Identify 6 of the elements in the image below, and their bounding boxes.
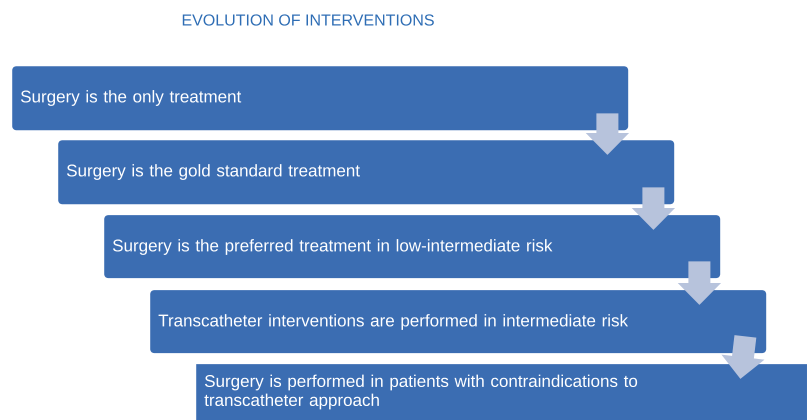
process-box: Transcatheter interventions are performed in intermediate risk xyxy=(150,290,766,354)
process-box: Surgery is the gold standard treatment xyxy=(58,140,674,204)
process-box: Surgery is performed in patients with contraindications to transcatheter approach xyxy=(196,364,807,420)
title: EVOLUTION OF INTERVENTIONS xyxy=(182,14,434,26)
process-box: Surgery is the preferred treatment in low-intermediate risk xyxy=(104,215,720,278)
process-box: Surgery is the only treatment xyxy=(12,66,628,130)
